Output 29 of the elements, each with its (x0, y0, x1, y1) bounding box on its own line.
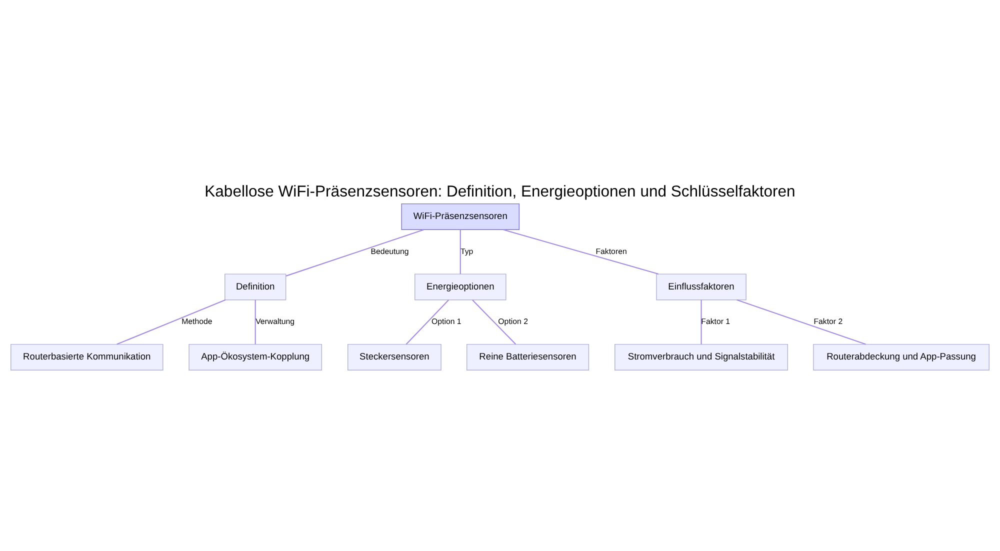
node-box: Reine Batteriesensoren (466, 344, 590, 370)
connector (736, 299, 866, 345)
connector (460, 230, 461, 274)
node-box: Steckersensoren (347, 344, 442, 370)
edge-label: Bedeutung (370, 246, 409, 256)
node-box: Definition (224, 274, 286, 300)
connector (286, 229, 424, 276)
edge-label: Methode (182, 317, 212, 326)
connector (503, 229, 659, 275)
edge-label: Faktor 1 (701, 317, 730, 326)
node-box: Routerabdeckung und App-Passung (813, 344, 990, 370)
node-box: Stromverbrauch und Signalstabilität (614, 344, 788, 370)
edge-label: Typ (460, 246, 474, 256)
edge-label: Faktoren (596, 246, 627, 256)
diagram-title: Kabellose WiFi-Präsenzsensoren: Definition, Energieoptionen und Schlüsselfaktoren (204, 183, 796, 200)
node-box: Energieoptionen (414, 274, 506, 300)
edge-label: Faktor 2 (814, 317, 843, 326)
node-box: WiFi-Präsenzsensoren (401, 203, 520, 230)
connector (700, 300, 702, 344)
connector (472, 300, 516, 345)
edge-label: Option 2 (498, 317, 528, 326)
node-box: App-Ökosystem-Kopplung (188, 344, 322, 370)
node-box: Einflussfaktoren (656, 274, 746, 300)
connector (116, 299, 226, 345)
edge-label: Option 1 (432, 317, 462, 326)
connector (254, 300, 256, 344)
connector (406, 300, 449, 345)
edge-label: Verwaltung (256, 317, 295, 326)
node-box: Routerbasierte Kommunikation (10, 344, 164, 370)
